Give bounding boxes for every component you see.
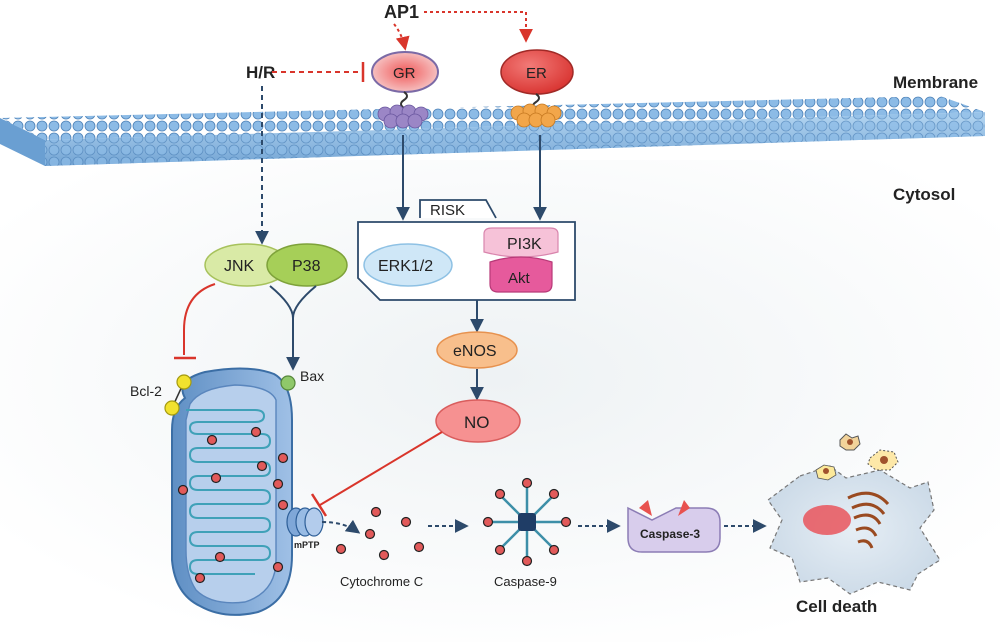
- enos-node: [436, 331, 518, 369]
- cytochrome-c-dot: [214, 551, 226, 563]
- cytochrome-c-dot: [177, 484, 189, 496]
- cytochrome-c-dot: [378, 549, 390, 561]
- bax-label: Bax: [300, 368, 324, 384]
- cytochrome-c-dot: [370, 506, 382, 518]
- caspase3-label: Caspase-3: [640, 527, 700, 541]
- mptp-label: mPTP: [294, 540, 320, 550]
- cytochrome-c-dot: [400, 516, 412, 528]
- enos-label: eNOS: [453, 343, 497, 360]
- mptp-pore: [286, 507, 324, 537]
- cytochrome-c-dot: [364, 528, 376, 540]
- mptp-to-cytc-arrow: [321, 519, 361, 534]
- cytochrome-c-dot: [272, 478, 284, 490]
- bcl2-label: Bcl-2: [130, 383, 162, 399]
- no-label: NO: [464, 413, 490, 432]
- cell-death-label: Cell death: [796, 597, 877, 616]
- ap1-to-er-arrow: [424, 11, 533, 43]
- pi3k-label: PI3K: [507, 236, 542, 253]
- p38-label: P38: [292, 258, 321, 275]
- cytochrome-c-dot: [335, 543, 347, 555]
- akt-node: [489, 256, 553, 293]
- cytochrome-c-dot: [210, 472, 222, 484]
- caspase9-label: Caspase-9: [494, 574, 557, 589]
- cell-membrane: [0, 96, 985, 166]
- no-node: [435, 399, 521, 443]
- erk-node: [363, 243, 453, 287]
- er-label: ER: [526, 65, 547, 82]
- no-inhibits-mptp: [319, 431, 443, 506]
- risk-label: RISK: [430, 202, 465, 219]
- cytochrome-c-dot: [256, 460, 268, 472]
- released-cytochrome-c-group: [335, 506, 425, 561]
- bcl2-protein: [164, 374, 192, 416]
- mito-cytochrome-c-group: [177, 426, 289, 584]
- hr-label: H/R: [246, 63, 275, 82]
- caspase9-apoptosome: [482, 477, 572, 567]
- jnk-label: JNK: [224, 258, 255, 275]
- cytochrome-c-dot: [250, 426, 262, 438]
- p38-node: [266, 243, 348, 287]
- er-receptor: [500, 49, 574, 128]
- mitochondrion: [171, 367, 293, 616]
- bax-protein: [280, 375, 296, 391]
- akt-label: Akt: [508, 270, 531, 287]
- cytosol-label: Cytosol: [893, 185, 955, 204]
- erk-label: ERK1/2: [378, 258, 433, 275]
- gr-label: GR: [393, 65, 416, 82]
- cytochrome-c-label: Cytochrome C: [340, 574, 423, 589]
- jnk-inhibits-bcl2: [183, 283, 216, 355]
- no-inhibits-mptp-bar: [310, 493, 328, 517]
- membrane-label: Membrane: [893, 73, 978, 92]
- ap1-to-gr-arrow: [393, 23, 410, 51]
- cytochrome-c-dot: [277, 499, 289, 511]
- caspase3-node: [627, 500, 721, 553]
- ap1-label: AP1: [384, 2, 419, 22]
- dying-cell: [767, 465, 941, 595]
- gr-receptor: [371, 51, 439, 129]
- cytochrome-c-dot: [272, 561, 284, 573]
- cytochrome-c-dot: [194, 572, 206, 584]
- cytochrome-c-dot: [277, 452, 289, 464]
- cytochrome-c-dot: [206, 434, 218, 446]
- jnkp38-to-bax-arrow: [269, 285, 317, 368]
- apoptotic-bodies: [815, 433, 899, 481]
- cytochrome-c-dot: [413, 541, 425, 553]
